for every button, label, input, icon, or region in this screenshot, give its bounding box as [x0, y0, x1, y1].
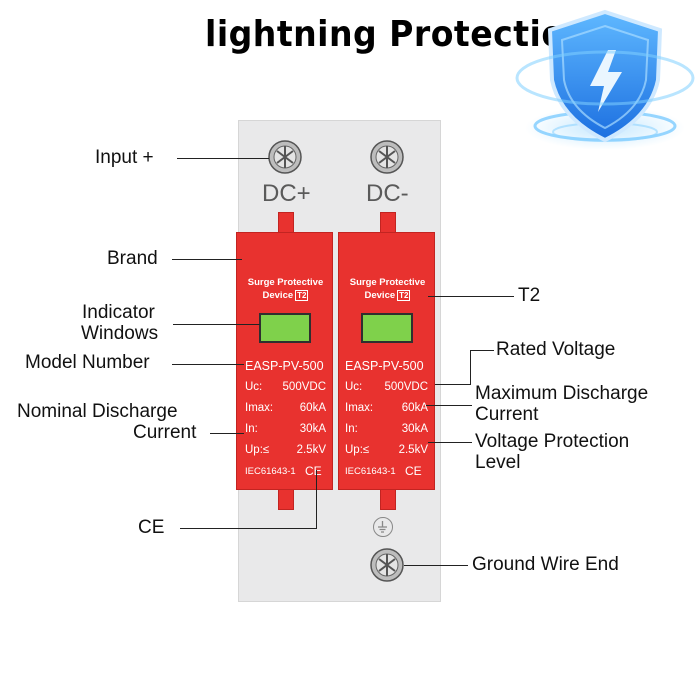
spec-key: Uc: — [245, 381, 263, 393]
label-voltage-protection-line1: Voltage Protection — [475, 431, 630, 452]
label-ce: CE — [138, 517, 165, 538]
label-t2: T2 — [518, 285, 541, 306]
leader-line-t2 — [428, 296, 514, 297]
model-number-text: EASP-PV-500 — [345, 359, 424, 373]
spec-key: In: — [245, 423, 258, 435]
spec-value: 2.5kV — [398, 444, 428, 456]
leader-line-ce — [180, 528, 316, 529]
module-title-line1: Surge Protective — [247, 277, 324, 288]
ce-mark: CE — [305, 464, 322, 478]
dc-positive-label: DC+ — [262, 180, 311, 207]
module-title-line1: Surge Protective — [349, 277, 426, 288]
leader-line-nominal — [210, 433, 244, 434]
module-tab — [380, 212, 396, 234]
label-max-discharge-line1: Maximum Discharge — [475, 383, 649, 404]
label-indicator-line1: Indicator — [82, 302, 155, 323]
spec-key: Imax: — [245, 402, 274, 414]
leader-line-rated-top — [470, 350, 494, 351]
label-nominal-line1: Nominal Discharge — [17, 401, 178, 422]
spec-value: 30kA — [299, 423, 326, 435]
module-tab — [380, 488, 396, 510]
label-brand: Brand — [107, 248, 158, 269]
leader-line-voltage-protection — [428, 442, 472, 443]
indicator-window — [361, 313, 413, 343]
spec-key: Uc: — [345, 381, 363, 393]
label-voltage-protection-line2: Level — [475, 452, 521, 473]
label-ground: Ground Wire End — [472, 554, 619, 575]
t2-mark: T2 — [295, 290, 309, 301]
label-rated-voltage: Rated Voltage — [496, 339, 616, 360]
leader-line-brand — [172, 259, 242, 260]
page-title: lightning Protection — [205, 14, 589, 55]
label-indicator-line2: Windows — [81, 323, 159, 344]
leader-line-rated-vertical — [470, 350, 471, 384]
leader-line-indicator — [173, 324, 260, 325]
leader-line-ce-vertical — [316, 470, 317, 529]
leader-line-ground — [404, 565, 468, 566]
module-tab — [278, 212, 294, 234]
spec-value: 30kA — [401, 423, 428, 435]
spec-value: 500VDC — [282, 381, 326, 393]
leader-line-model — [172, 364, 244, 365]
shield-lightning-icon — [515, 9, 695, 150]
spec-value: 500VDC — [384, 381, 428, 393]
module-tab — [278, 488, 294, 510]
label-max-discharge-line2: Current — [475, 404, 539, 425]
standard-text: IEC61643-1 — [345, 466, 396, 477]
input-terminal-screw-icon — [268, 140, 302, 174]
model-number-text: EASP-PV-500 — [245, 359, 324, 373]
spec-value: 60kA — [299, 402, 326, 414]
t2-mark: T2 — [397, 290, 411, 301]
leader-line-max-discharge — [426, 405, 472, 406]
label-nominal-line2: Current — [133, 422, 197, 443]
spec-key: In: — [345, 423, 358, 435]
label-model-number: Model Number — [25, 352, 150, 373]
leader-line-input — [177, 158, 269, 159]
ground-terminal-screw-icon — [370, 548, 404, 582]
spec-value: 2.5kV — [296, 444, 326, 456]
dc-negative-label: DC- — [366, 180, 409, 207]
spec-key: Up:≤ — [245, 444, 270, 456]
spec-key: Up:≤ — [345, 444, 370, 456]
spec-value: 60kA — [401, 402, 428, 414]
negative-terminal-screw-icon — [370, 140, 404, 174]
label-input: Input + — [95, 147, 154, 168]
leader-line-rated-bottom — [435, 384, 471, 385]
spec-key: Imax: — [345, 402, 374, 414]
ce-mark: CE — [405, 464, 422, 478]
ground-symbol-icon — [373, 517, 393, 537]
indicator-window — [259, 313, 311, 343]
standard-text: IEC61643-1 — [245, 466, 296, 477]
